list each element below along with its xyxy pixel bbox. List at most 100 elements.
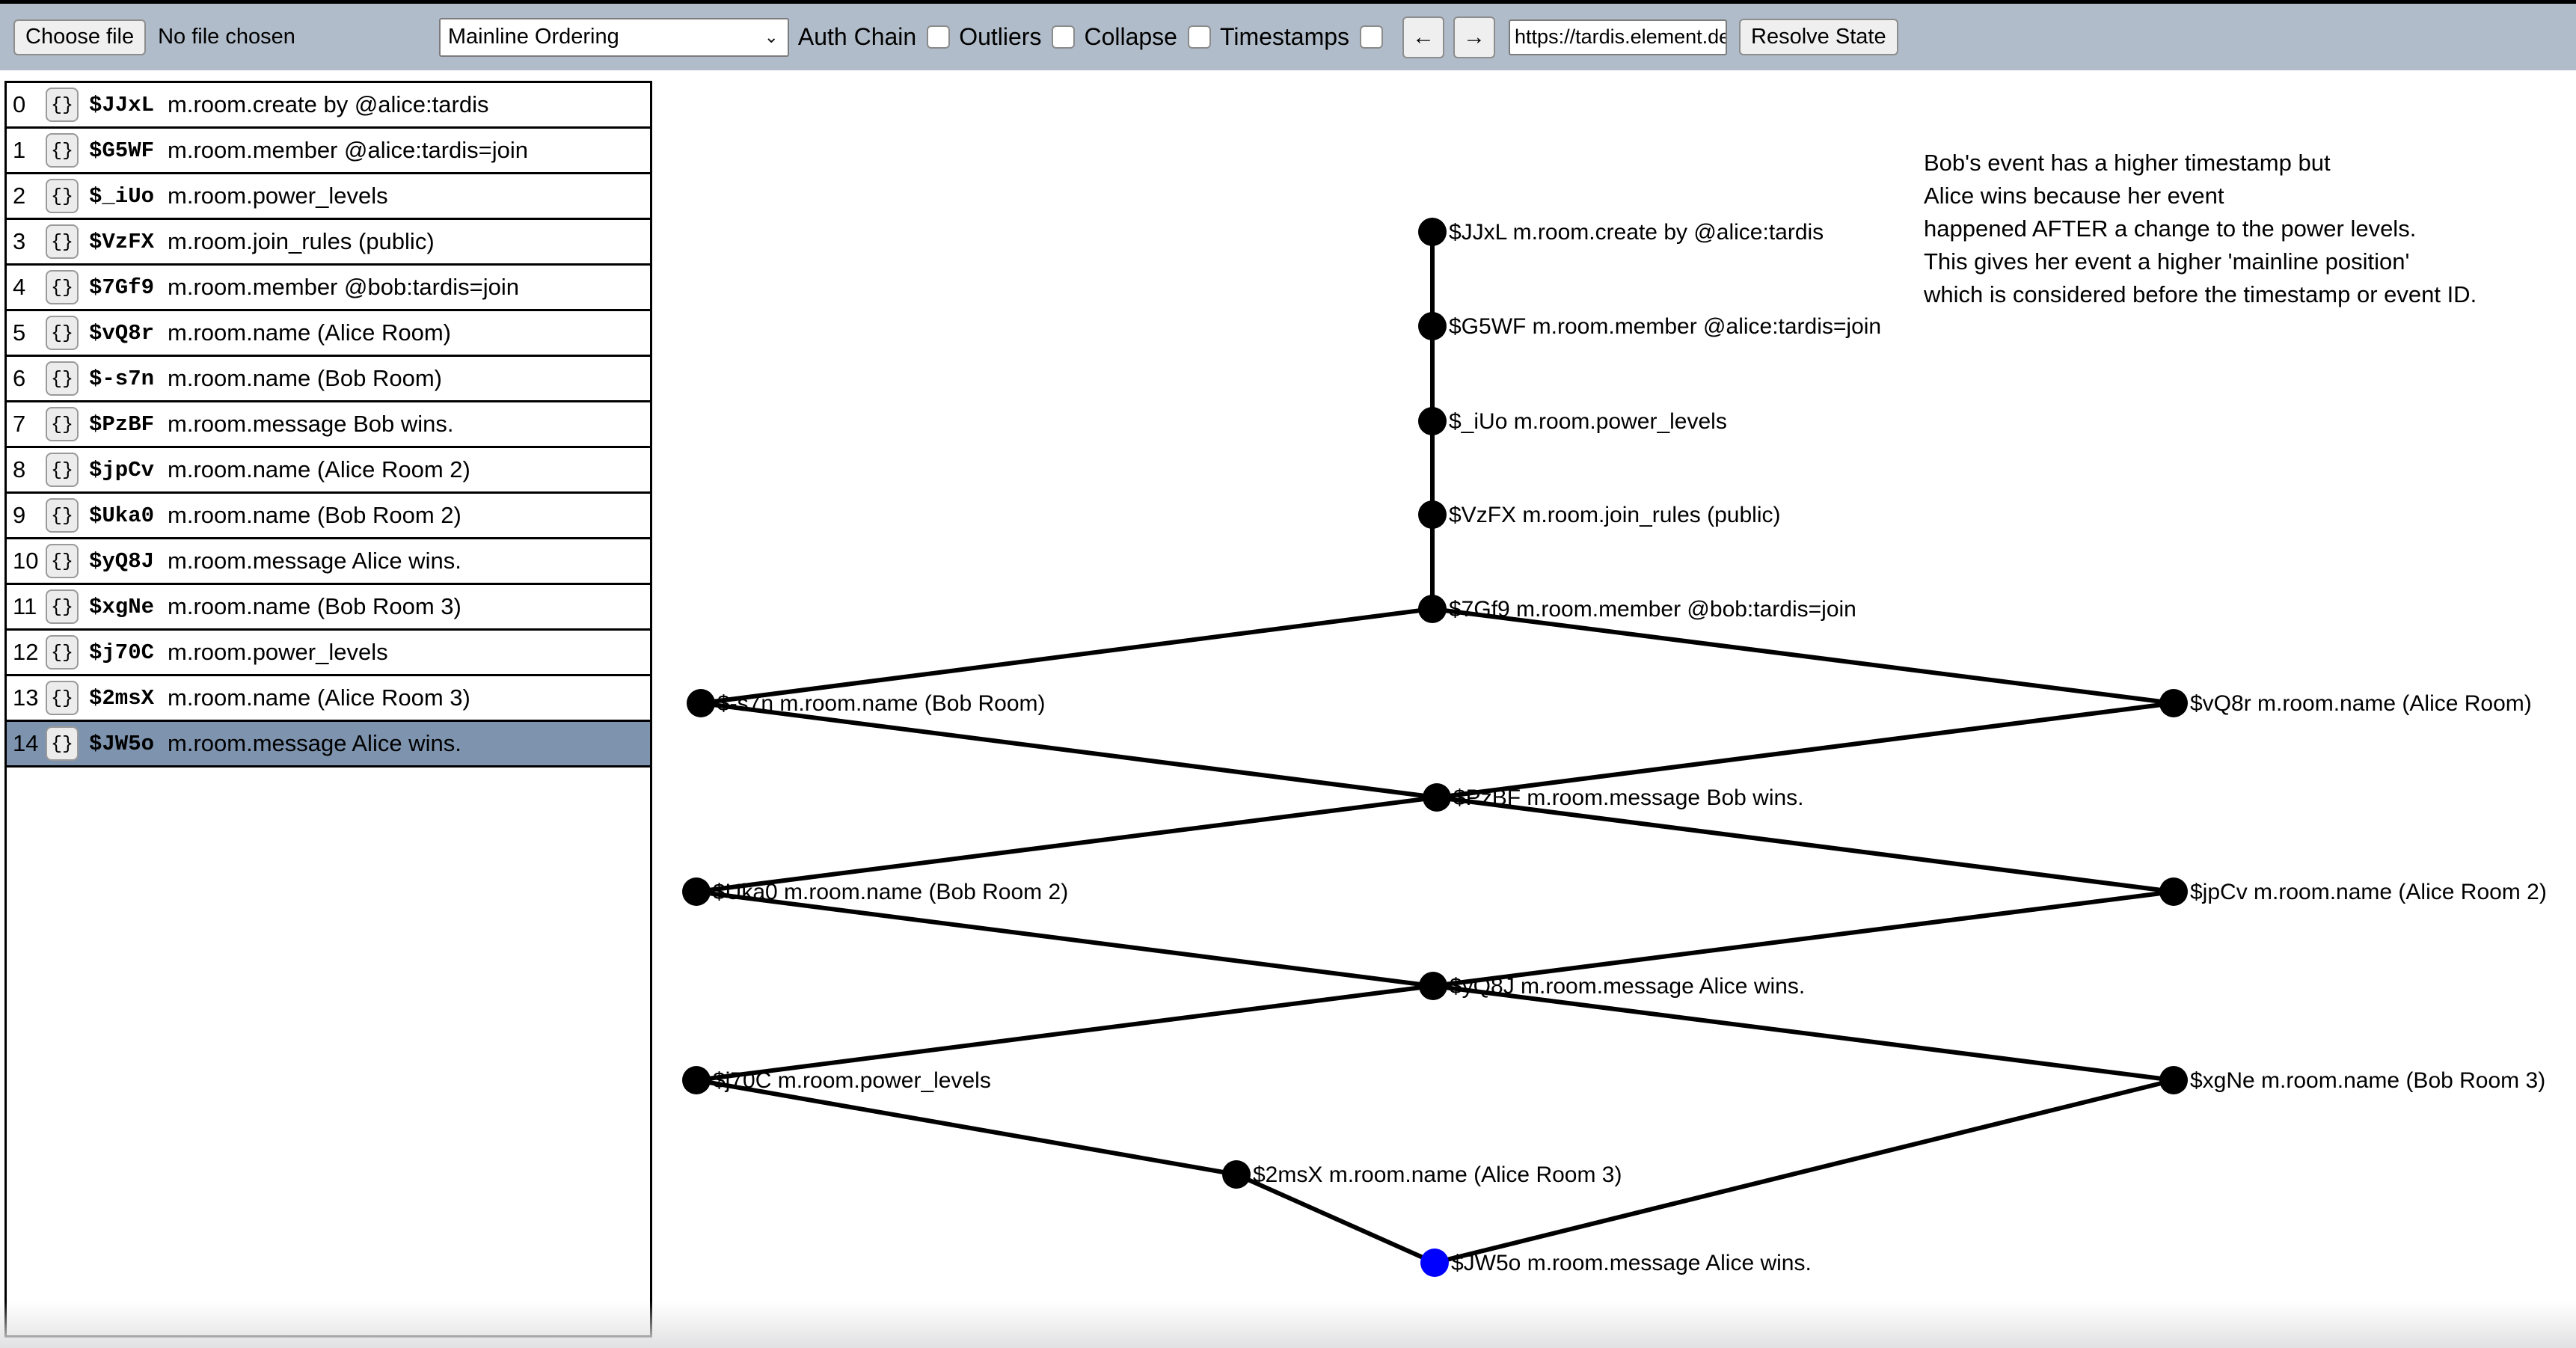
graph-edge: [696, 984, 1434, 1082]
graph-node-circle[interactable]: [2159, 877, 2188, 906]
json-braces-icon[interactable]: {}: [46, 270, 79, 304]
graph-edge: [696, 1078, 1237, 1177]
json-braces-icon[interactable]: {}: [46, 453, 79, 487]
event-description: m.room.power_levels: [168, 183, 388, 209]
json-braces-icon[interactable]: {}: [46, 681, 79, 715]
outliers-checkbox[interactable]: [1052, 25, 1076, 49]
file-status-label: No file chosen: [158, 25, 295, 49]
json-braces-icon[interactable]: {}: [46, 498, 79, 533]
graph-node-circle[interactable]: [1222, 1160, 1251, 1189]
graph-node-circle[interactable]: [1418, 312, 1447, 340]
event-index: 7: [13, 411, 26, 437]
event-index: 13: [13, 684, 39, 711]
graph-node-label: $xgNe m.room.name (Bob Room 3): [2190, 1068, 2545, 1093]
graph-node[interactable]: $JW5o m.room.message Alice wins.: [1420, 1249, 1812, 1277]
event-id: $Uka0: [89, 503, 155, 528]
graph-edge: [1432, 984, 2174, 1082]
graph-node[interactable]: $xgNe m.room.name (Bob Room 3): [2159, 1066, 2545, 1094]
collapse-checkbox[interactable]: [1187, 25, 1211, 49]
graph-node[interactable]: $PzBF m.room.message Bob wins.: [1423, 783, 1804, 812]
graph-node[interactable]: $yQ8J m.room.message Alice wins.: [1419, 972, 1805, 1000]
graph-node-circle[interactable]: [687, 689, 715, 717]
graph-node[interactable]: $VzFX m.room.join_rules (public): [1418, 500, 1780, 529]
timestamps-checkbox[interactable]: [1360, 25, 1384, 49]
choose-file-button[interactable]: Choose file: [13, 19, 147, 55]
event-dag-graph[interactable]: $JJxL m.room.create by @alice:tardis $G5W…: [658, 75, 2576, 1348]
json-braces-icon[interactable]: {}: [46, 544, 79, 578]
json-braces-icon[interactable]: {}: [46, 726, 79, 761]
back-arrow-button[interactable]: ←: [1402, 16, 1445, 58]
event-id: $JJxL: [89, 92, 155, 117]
event-description: m.room.join_rules (public): [168, 228, 435, 254]
event-description: m.room.message Bob wins.: [168, 411, 454, 437]
graph-node-circle[interactable]: [2159, 1066, 2188, 1094]
event-description: m.room.power_levels: [168, 639, 388, 665]
event-id: $vQ8r: [89, 320, 155, 346]
graph-node-circle[interactable]: [682, 1066, 711, 1094]
graph-node[interactable]: $_iUo m.room.power_levels: [1418, 407, 1727, 435]
json-braces-icon[interactable]: {}: [46, 361, 79, 396]
event-index: 8: [13, 456, 26, 482]
graph-node-circle[interactable]: [1418, 407, 1447, 435]
event-list-row[interactable]: 7 {} $PzBF m.room.message Bob wins.: [7, 402, 650, 448]
graph-node-label: $7Gf9 m.room.member @bob:tardis=join: [1449, 597, 1856, 622]
graph-node-label: $Uka0 m.room.name (Bob Room 2): [713, 880, 1068, 904]
graph-node[interactable]: $2msX m.room.name (Alice Room 3): [1222, 1160, 1622, 1189]
graph-node-label: $PzBF m.room.message Bob wins.: [1453, 785, 1804, 810]
graph-node-circle[interactable]: [1419, 972, 1447, 1000]
graph-node[interactable]: $7Gf9 m.room.member @bob:tardis=join: [1418, 595, 1856, 623]
graph-node[interactable]: $-s7n m.room.name (Bob Room): [687, 689, 1046, 717]
json-braces-icon[interactable]: {}: [46, 179, 79, 213]
event-description: m.room.create by @alice:tardis: [168, 91, 489, 117]
forward-arrow-button[interactable]: →: [1453, 16, 1496, 58]
graph-node[interactable]: $jpCv m.room.name (Alice Room 2): [2159, 877, 2547, 906]
ordering-select[interactable]: Mainline Ordering ⌄: [438, 17, 789, 57]
graph-node-label: $vQ8r m.room.name (Alice Room): [2190, 691, 2532, 716]
event-id: $xgNe: [89, 594, 155, 619]
graph-node-circle[interactable]: [682, 877, 711, 906]
graph-node[interactable]: $vQ8r m.room.name (Alice Room): [2159, 689, 2532, 717]
url-input[interactable]: https://tardis.element.dev: [1509, 19, 1728, 55]
event-index: 2: [13, 183, 26, 209]
event-id: $7Gf9: [89, 275, 155, 300]
json-braces-icon[interactable]: {}: [46, 407, 79, 441]
auth-chain-checkbox[interactable]: [927, 25, 951, 49]
event-dag-svg: $JJxL m.room.create by @alice:tardis $G5W…: [682, 218, 2547, 1277]
json-braces-icon[interactable]: {}: [46, 635, 79, 670]
graph-node-circle[interactable]: [1418, 500, 1447, 529]
timestamps-label: Timestamps: [1219, 23, 1350, 50]
json-braces-icon[interactable]: {}: [46, 133, 79, 168]
json-braces-icon[interactable]: {}: [46, 224, 79, 259]
graph-node[interactable]: $JJxL m.room.create by @alice:tardis: [1418, 218, 1824, 246]
event-description: m.room.name (Alice Room): [168, 319, 451, 346]
json-braces-icon[interactable]: {}: [46, 316, 79, 350]
json-braces-icon[interactable]: {}: [46, 88, 79, 122]
graph-node-circle[interactable]: [2159, 689, 2188, 717]
graph-node[interactable]: $G5WF m.room.member @alice:tardis=join: [1418, 312, 1881, 340]
graph-node[interactable]: $Uka0 m.room.name (Bob Room 2): [682, 877, 1068, 906]
event-description: m.room.message Alice wins.: [168, 730, 461, 756]
graph-node-circle[interactable]: [1418, 218, 1447, 246]
graph-node[interactable]: $j70C m.room.power_levels: [682, 1066, 991, 1094]
json-braces-icon[interactable]: {}: [46, 589, 79, 624]
resolve-state-button[interactable]: Resolve State: [1739, 19, 1898, 55]
graph-node-circle[interactable]: [1418, 595, 1447, 623]
graph-node-circle[interactable]: [1423, 783, 1451, 812]
event-id: $PzBF: [89, 411, 155, 437]
graph-node-circle[interactable]: [1420, 1249, 1449, 1277]
